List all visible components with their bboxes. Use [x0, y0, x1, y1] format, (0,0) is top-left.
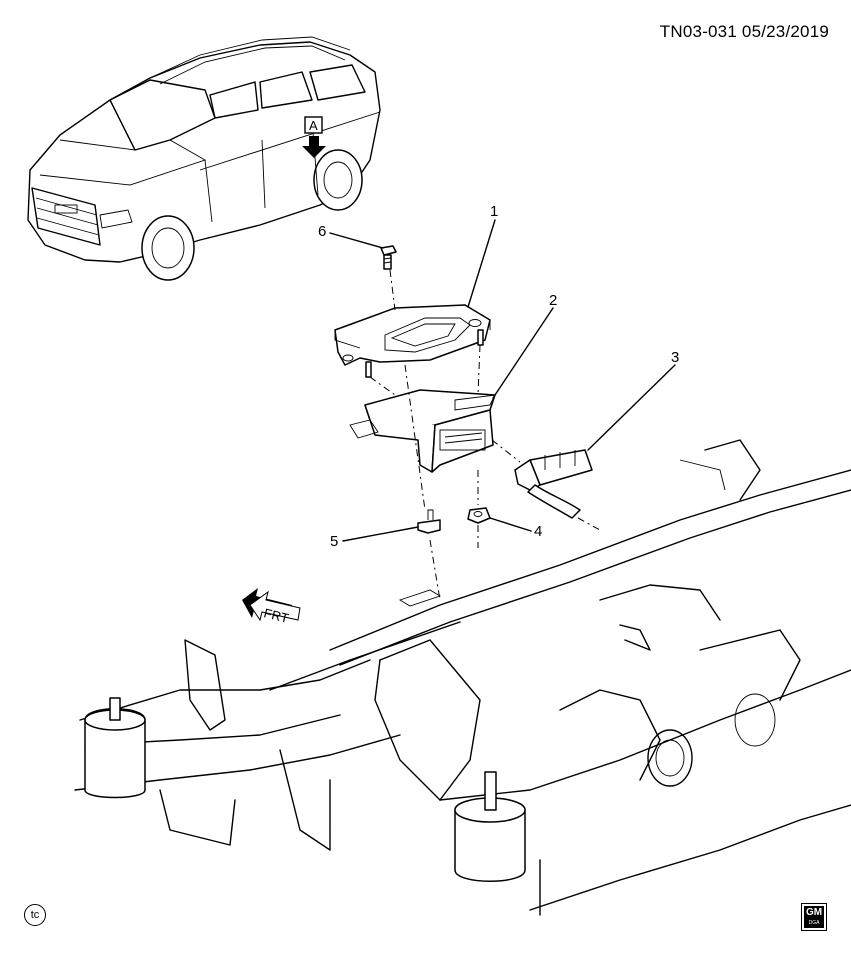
view-a-label: A [309, 118, 318, 133]
callout-1: 1 [490, 203, 498, 220]
callout-4: 4 [534, 523, 542, 540]
part-5-clip [417, 509, 441, 534]
part-3-connector [514, 449, 593, 519]
callout-leaders [329, 219, 676, 542]
view-a-indicator: A [302, 116, 326, 158]
gm-logo-sub: DGA [808, 920, 820, 926]
gm-logo: GM DGA [801, 903, 827, 931]
part-1-bracket [334, 304, 491, 378]
gm-logo-text: GM [805, 907, 823, 918]
callout-6: 6 [318, 223, 326, 240]
tc-mark: tc [24, 904, 46, 926]
vehicle-illustration [27, 36, 381, 281]
callout-5: 5 [330, 533, 338, 550]
vehicle-frame [74, 439, 851, 916]
callout-3: 3 [671, 349, 679, 366]
front-direction-arrow: FRT [242, 588, 301, 626]
part-4-nut [467, 507, 491, 524]
callout-2: 2 [549, 292, 557, 309]
document-id: TN03-031 05/23/2019 [659, 22, 829, 41]
part-6-bolt [380, 245, 397, 270]
front-label: FRT [262, 605, 290, 626]
part-2-module [349, 389, 496, 473]
assembly-lines [369, 269, 601, 601]
